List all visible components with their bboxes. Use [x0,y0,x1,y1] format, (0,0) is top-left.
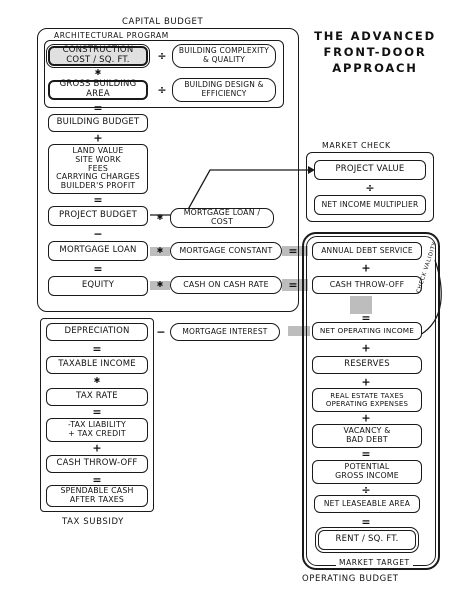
op-divide-multiplier: ÷ [365,181,375,195]
op-plus-throw-off: + [361,261,371,275]
op-times-mortgage-loan-cost: ✱ [156,213,164,222]
mortgage-loan-box: MORTGAGE LOAN [48,241,148,261]
building-complexity-box: BUILDING COMPLEXITY & QUALITY [172,44,276,68]
band-equity [150,281,170,290]
band-noi-left [288,326,310,336]
op-equals-spendable: = [92,473,102,487]
op-equals-potential: = [361,447,371,461]
band-mortgage-loan [150,247,170,256]
market-check-label: MARKET CHECK [322,141,391,150]
operating-budget-frame [302,232,440,570]
band-center-noi [350,296,372,314]
gross-building-area-box: GROSS BUILDING AREA [48,79,148,100]
cash-throw-off-left-box: CASH THROW-OFF [46,455,148,473]
rent-sqft-box: RENT / SQ. FT. [315,527,419,553]
taxable-income-box: TAXABLE INCOME [46,356,148,374]
land-value-box: LAND VALUE SITE WORK FEES CARRYING CHARG… [48,144,148,194]
capital-budget-label: CAPITAL BUDGET [118,17,208,27]
connector-project-value [150,169,308,216]
mortgage-loan-cost-box: MORTGAGE LOAN / COST [170,208,274,228]
building-design-box: BUILDING DESIGN & EFFICIENCY [172,78,276,102]
spendable-cash-box: SPENDABLE CASH AFTER TAXES [46,485,148,507]
real-estate-taxes-box: REAL ESTATE TAXES OPERATING EXPENSES [312,388,422,412]
mortgage-interest-box: MORTGAGE INTEREST [170,323,280,341]
op-minus-mortgage-interest: − [156,325,166,339]
market-check-frame [306,152,434,222]
cash-on-cash-rate-box: CASH ON CASH RATE [170,276,282,294]
market-target-label: MARKET TARGET [336,558,413,567]
depreciation-box: DEPRECIATION [46,323,148,341]
net-income-multiplier-box: NET INCOME MULTIPLIER [314,195,426,215]
tax-subsidy-label: TAX SUBSIDY [62,517,124,527]
connector-check-validity [419,259,442,336]
op-plus-cash-throw-off: + [92,441,102,455]
op-equals-building-budget: = [93,101,103,115]
capital-budget-frame [37,28,299,312]
op-equals-debt-service: = [288,244,298,258]
tax-subsidy-frame [40,318,154,512]
band-debt-service [282,246,308,256]
op-divide-design: ÷ [157,83,167,97]
construction-cost-box: CONSTRUCTION COST / SQ. FT. [46,44,150,68]
tax-rate-box: TAX RATE [46,388,148,406]
architectural-program-frame [44,40,284,108]
op-divide-construction: ÷ [157,49,167,63]
equity-box: EQUITY [48,276,148,296]
op-times-gross-area: ✱ [94,68,102,77]
cash-throw-off-right-box: CASH THROW-OFF [312,276,422,294]
net-operating-income-box: NET OPERATING INCOME [312,322,422,340]
op-equals-taxable: = [92,342,102,356]
op-equals-rent: = [361,515,371,529]
op-times-mortgage-constant: ✱ [156,246,164,255]
tax-liability-box: -TAX LIABILITY + TAX CREDIT [46,418,148,442]
arrow-head-project-value [308,166,315,174]
op-plus-taxes: + [361,375,371,389]
op-times-tax-rate: ✱ [93,376,101,385]
project-budget-box: PROJECT BUDGET [48,206,148,226]
band-cash-throw-off [282,279,308,291]
mortgage-constant-box: MORTGAGE CONSTANT [170,242,282,260]
net-leaseable-area-box: NET LEASEABLE AREA [314,495,420,513]
reserves-box: RESERVES [312,356,422,374]
op-plus-reserves: + [361,341,371,355]
annual-debt-service-box: ANNUAL DEBT SERVICE [312,242,422,260]
project-value-box: PROJECT VALUE [314,160,426,180]
op-equals-project-budget: = [93,193,103,207]
op-equals-noi: = [361,311,371,325]
building-budget-box: BUILDING BUDGET [48,114,148,132]
op-divide-leaseable: ÷ [361,483,371,497]
op-equals-equity: = [93,262,103,276]
architectural-program-label: ARCHITECTURAL PROGRAM [54,31,169,40]
op-plus-vacancy: + [361,411,371,425]
diagram-title: THE ADVANCED FRONT-DOOR APPROACH [314,29,436,76]
op-equals-cash-throw-off: = [288,278,298,292]
operating-budget-label: OPERATING BUDGET [302,574,399,584]
op-equals-tax-liability: = [92,405,102,419]
vacancy-box: VACANCY & BAD DEBT [312,424,422,448]
op-minus-mortgage-loan: − [93,227,103,241]
potential-gross-income-box: POTENTIAL GROSS INCOME [312,460,422,484]
op-times-cash-on-cash: ✱ [156,280,164,289]
op-plus-land-value: + [93,131,103,145]
